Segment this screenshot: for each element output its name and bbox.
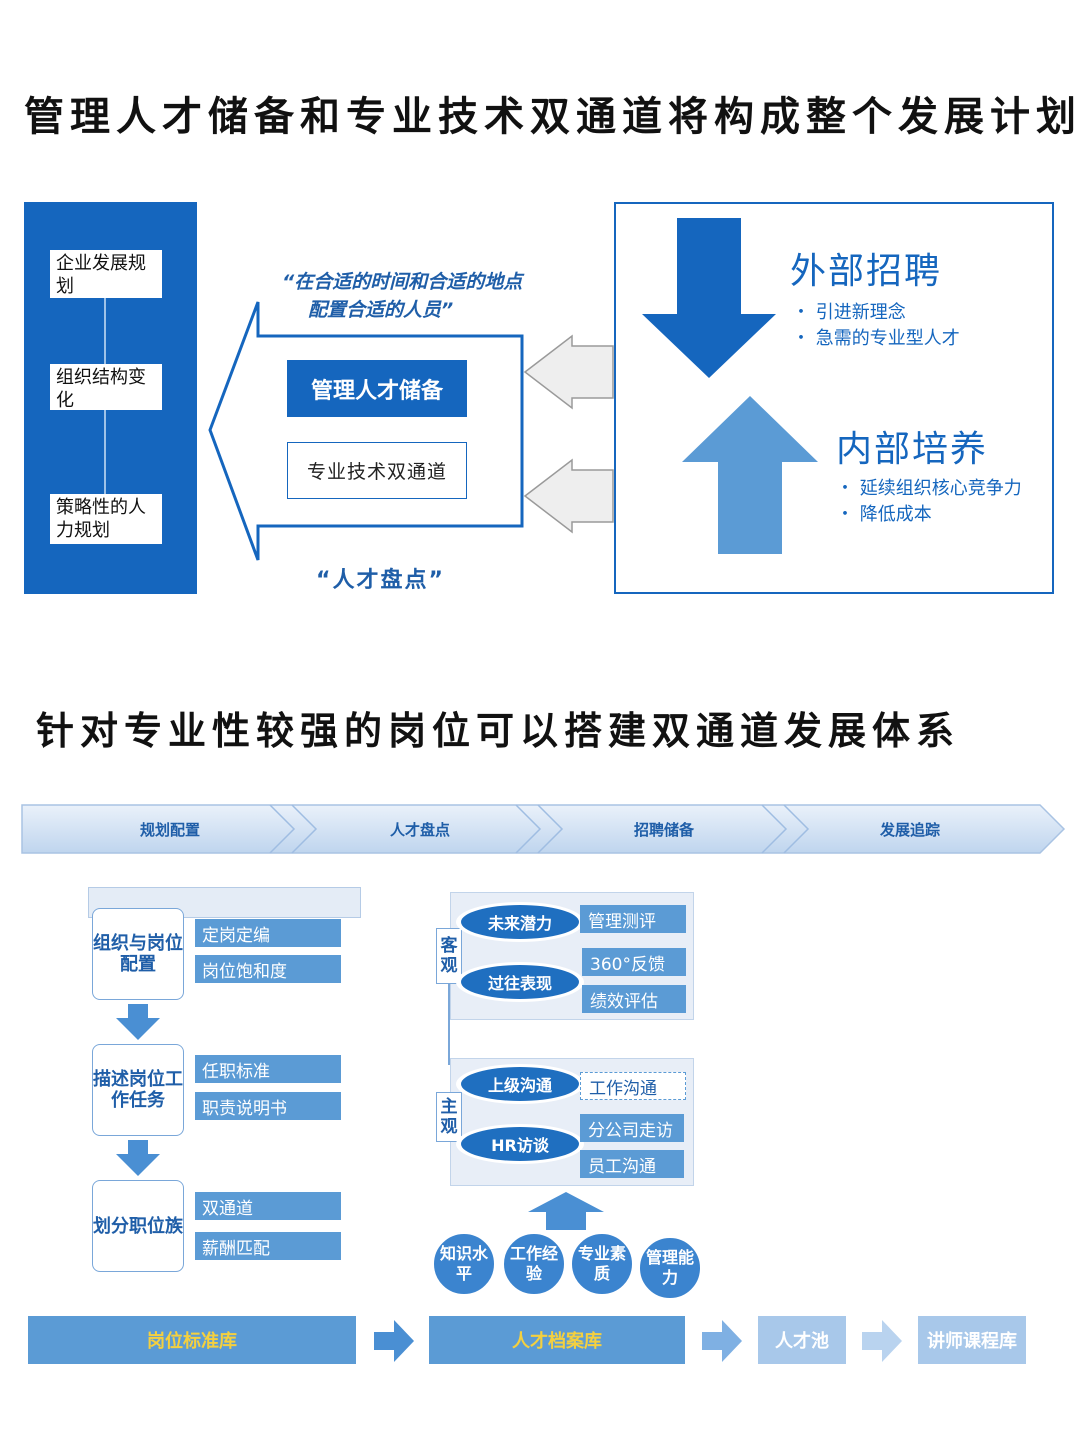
criterion-ellipse: 未来潜力	[456, 902, 584, 942]
flow-step-item: 职责说明书	[195, 1092, 341, 1120]
up-arrow-icon	[528, 1192, 604, 1230]
stages-bar	[21, 804, 1066, 854]
flow-step-item: 薪酬匹配	[195, 1232, 341, 1260]
quote-line: 配置合适的人员”	[308, 299, 454, 321]
flow-step-item: 任职标准	[195, 1055, 341, 1083]
objective-label: 客观	[436, 928, 462, 984]
competency-circle: 管理能力	[638, 1236, 702, 1300]
planning-item: 企业发展规划	[50, 250, 162, 298]
down-arrow-icon	[642, 218, 776, 378]
down-arrow-icon	[116, 1140, 160, 1176]
planning-connector	[104, 298, 106, 368]
competency-circle: 专业素质	[570, 1232, 634, 1296]
right-arrow-icon	[702, 1320, 742, 1362]
technical-channel-box: 专业技术双通道	[287, 442, 467, 499]
stage-label: 招聘储备	[634, 821, 695, 839]
main-title: 管理人才储备和专业技术双通道将构成整个发展计划	[24, 93, 1080, 140]
criterion-ellipse: 过往表现	[456, 962, 584, 1002]
planning-item: 策略性的人力规划	[50, 494, 162, 544]
criterion-label: HR访谈	[461, 1127, 579, 1161]
stage-divider	[515, 804, 542, 854]
talent-review-caption: “人才盘点”	[316, 568, 445, 593]
flow-step-item: 定岗定编	[195, 919, 341, 947]
stage-divider	[269, 804, 296, 854]
evaluation-item: 管理测评	[580, 905, 686, 933]
big-left-arrow-shape	[208, 301, 524, 561]
flow-step-box: 划分职位族	[92, 1180, 184, 1272]
library-bar: 人才档案库	[429, 1316, 685, 1364]
library-bar: 讲师课程库	[918, 1316, 1026, 1364]
flow-step-item: 双通道	[195, 1192, 341, 1220]
flow-step-item: 岗位饱和度	[195, 955, 341, 983]
flow-step-box: 组织与岗位配置	[92, 908, 184, 1000]
external-recruit-title: 外部招聘	[790, 251, 943, 292]
quote-text: “在合适的时间和合适的地点 配置合适的人员”	[282, 268, 522, 324]
down-arrow-icon	[116, 1004, 160, 1040]
criterion-ellipse: HR访谈	[456, 1124, 584, 1164]
evaluation-item: 360°反馈	[582, 948, 686, 976]
planning-item: 组织结构变化	[50, 364, 162, 411]
up-arrow-icon	[682, 396, 818, 554]
internal-bullet: ・ 降低成本	[836, 504, 932, 525]
stage-divider	[783, 804, 810, 854]
library-bar: 岗位标准库	[28, 1316, 356, 1364]
criterion-label: 未来潜力	[461, 905, 579, 939]
flow-step-box: 描述岗位工作任务	[92, 1044, 184, 1136]
evaluation-item: 工作沟通	[580, 1072, 686, 1100]
competency-circle: 工作经验	[502, 1232, 566, 1296]
section-title: 针对专业性较强的岗位可以搭建双通道发展体系	[36, 708, 961, 753]
right-arrow-icon	[862, 1320, 902, 1362]
stage-divider	[761, 804, 788, 854]
internal-training-title: 内部培养	[836, 429, 989, 470]
criterion-ellipse: 上级沟通	[456, 1064, 584, 1104]
small-left-arrow-shape	[523, 334, 614, 410]
planning-connector	[104, 410, 106, 494]
evaluation-item: 员工沟通	[580, 1150, 684, 1178]
stage-label: 规划配置	[140, 821, 201, 839]
direction-arrows	[642, 218, 818, 554]
right-arrow-icon	[374, 1320, 414, 1362]
stage-divider	[537, 804, 564, 854]
library-bar: 人才池	[758, 1316, 846, 1364]
external-bullet: ・ 急需的专业型人才	[792, 328, 960, 349]
criterion-label: 过往表现	[461, 965, 579, 999]
evaluation-item: 分公司走访	[580, 1114, 684, 1142]
evaluation-item: 绩效评估	[582, 985, 686, 1013]
stage-label: 人才盘点	[390, 821, 451, 839]
internal-bullet: ・ 延续组织核心竞争力	[836, 478, 1022, 499]
flow-arrows	[208, 301, 614, 561]
criterion-label: 上级沟通	[461, 1067, 579, 1101]
management-reserve-box: 管理人才储备	[287, 360, 467, 417]
stage-label: 发展追踪	[880, 821, 941, 839]
quote-line: “在合适的时间和合适的地点	[282, 271, 523, 293]
small-left-arrow-shape	[523, 458, 614, 534]
connector-line	[448, 975, 450, 1065]
subjective-label: 主观	[436, 1092, 462, 1142]
external-bullet: ・ 引进新理念	[792, 302, 906, 323]
competency-circle: 知识水平	[432, 1232, 496, 1296]
stage-divider	[291, 804, 318, 854]
